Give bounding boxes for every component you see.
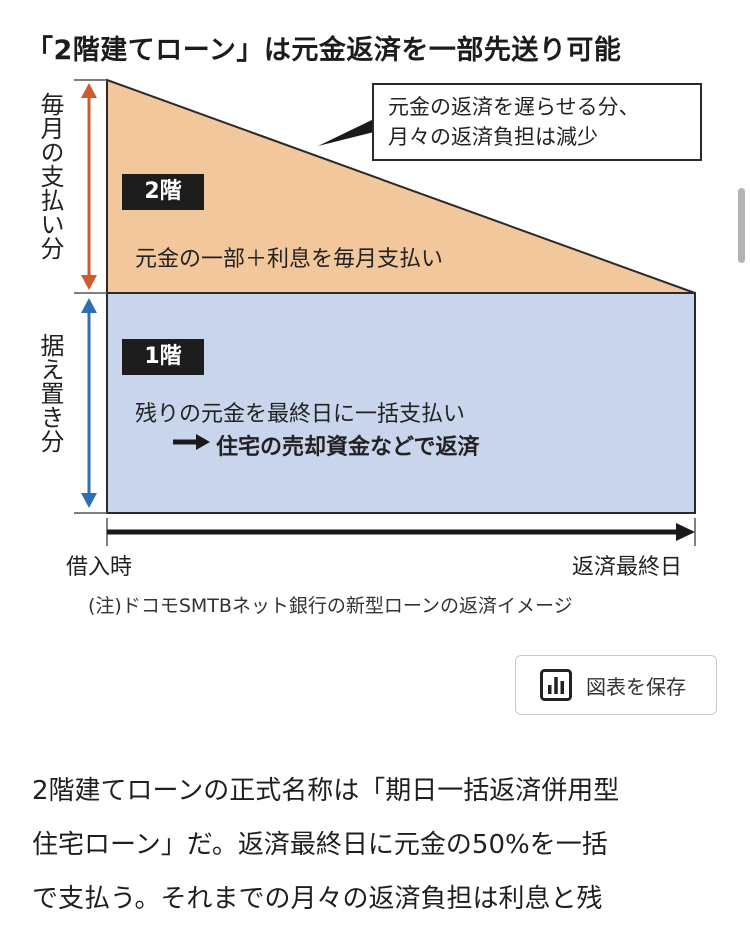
repayment-diagram: [74, 78, 696, 546]
save-chart-label: 図表を保存: [586, 674, 686, 699]
time-axis-arrow: [107, 523, 695, 541]
monthly-payment-label: 毎月の支払い分: [36, 92, 64, 260]
floor1-emphasis: 住宅の売却資金などで返済: [216, 435, 480, 460]
article-line: 住宅ローン」だ。返済最終日に元金の50%を一括: [32, 830, 608, 860]
callout-box: 元金の返済を遅らせる分、 月々の返済負担は減少: [372, 83, 702, 161]
figure-title: 「2階建てローン」は元金返済を一部先送り可能: [26, 35, 622, 66]
save-chart-button[interactable]: 図表を保存: [515, 655, 717, 715]
floor1-description: 残りの元金を最終日に一括支払い: [135, 402, 466, 427]
callout-pointer: [318, 118, 378, 146]
floor2-zone: [106, 78, 696, 294]
axis-end-label: 返済最終日: [572, 555, 683, 580]
callout-line-2: 月々の返済負担は減少: [388, 125, 598, 149]
bar-chart-icon: [540, 669, 572, 701]
article-line: 2階建てローンの正式名称は「期日一括返済併用型: [32, 776, 620, 806]
callout-line-1: 元金の返済を遅らせる分、: [388, 95, 640, 119]
floor1-zone: [106, 292, 696, 514]
floor2-badge: 2階: [122, 174, 204, 210]
scrollbar-thumb[interactable]: [738, 188, 745, 263]
deferred-payment-arrow: [81, 298, 97, 508]
monthly-payment-arrow: [81, 83, 97, 290]
article-body: 2階建てローンの正式名称は「期日一括返済併用型 住宅ローン」だ。返済最終日に元金…: [32, 764, 732, 926]
deferred-payment-label: 据え置き分: [36, 333, 64, 453]
axis-start-label: 借入時: [66, 555, 133, 580]
emphasis-arrow: [173, 434, 210, 450]
floor2-description: 元金の一部＋利息を毎月支払い: [135, 247, 444, 272]
figure-note: (注)ドコモSMTBネット銀行の新型ローンの返済イメージ: [88, 595, 573, 617]
floor1-badge: 1階: [122, 339, 204, 375]
article-line: で支払う。それまでの月々の返済負担は利息と残: [32, 884, 603, 914]
